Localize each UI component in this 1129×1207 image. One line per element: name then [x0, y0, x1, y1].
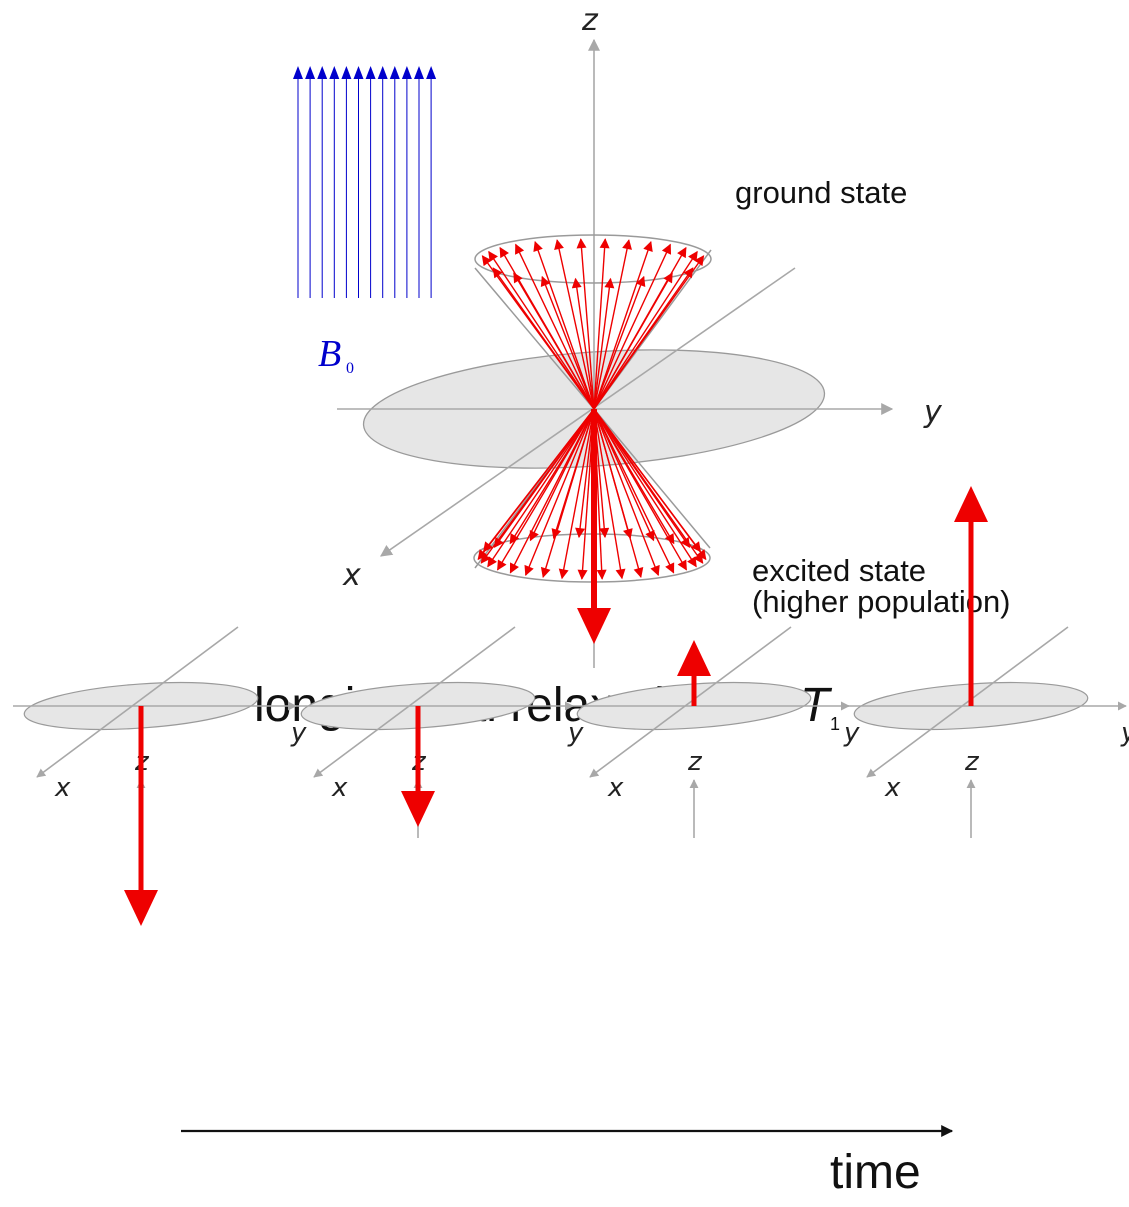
spin-vector: [493, 408, 595, 549]
spin-vector: [593, 408, 655, 542]
main-diagram: B 0 z y x ground state excited state: [293, 3, 1011, 668]
spin-vector: [593, 240, 653, 410]
y-axis-label: y: [1120, 718, 1129, 748]
spin-vector: [488, 250, 595, 410]
ground-state-spin-vectors: [481, 238, 705, 410]
field-line-arrowhead: [426, 66, 437, 79]
x-axis: [36, 626, 239, 778]
spin-vector: [593, 277, 615, 410]
timeline-panel: zyx: [13, 626, 307, 926]
field-line-arrowhead: [401, 66, 412, 79]
spin-vector: [558, 408, 595, 580]
spin-vector: [593, 272, 673, 410]
time-label: time: [830, 1146, 921, 1199]
spin-vector: [576, 238, 595, 410]
field-line-arrowhead: [353, 66, 364, 79]
y-axis-label: y: [290, 718, 307, 748]
field-line-arrowhead: [365, 66, 376, 79]
spin-vector: [571, 277, 595, 410]
x-axis: [866, 626, 1069, 778]
spin-vector: [593, 250, 698, 410]
net-magnetization-arrow: [577, 409, 611, 644]
spin-vector: [554, 239, 595, 410]
b0-label: B: [318, 333, 341, 375]
spin-vector: [533, 240, 595, 410]
spin-vector: [513, 272, 595, 410]
excited-state-label-line2: (higher population): [752, 584, 1011, 619]
magnetization-arrow: [401, 706, 435, 827]
field-line-arrowhead: [305, 66, 316, 79]
spin-vector: [593, 408, 701, 553]
ground-state-label: ground state: [735, 175, 907, 210]
x-axis: [313, 626, 516, 778]
b0-subscript: 0: [346, 360, 354, 377]
magnetization-arrow: [124, 706, 158, 926]
y-axis-label: y: [923, 395, 943, 430]
x-axis-label: x: [331, 773, 348, 803]
timeline-panel: zyx: [843, 486, 1129, 838]
spin-vector: [529, 408, 595, 542]
spin-vector: [593, 408, 660, 577]
x-axis-label: x: [884, 773, 901, 803]
magnetization-arrowhead: [401, 791, 435, 827]
x-axis-label: x: [54, 773, 71, 803]
magnetization-arrow: [677, 640, 711, 706]
relaxation-timeline: zyxzyxzyxzyx: [13, 486, 1129, 926]
spin-vector: [593, 408, 633, 540]
y-axis-label: y: [567, 718, 584, 748]
magnetization-arrowhead: [677, 640, 711, 676]
excited-state-spin-vectors: [477, 408, 707, 580]
magnetization-arrow: [954, 486, 988, 706]
timeline-panel: zyx: [290, 626, 584, 838]
z-axis-label: z: [964, 747, 980, 777]
spin-vector: [524, 408, 595, 577]
spin-vector: [509, 408, 595, 545]
excited-state-label-line1: excited state: [752, 553, 926, 588]
magnetization-arrowhead: [124, 890, 158, 926]
spin-vector: [593, 275, 646, 410]
spin-vector: [593, 408, 626, 580]
spin-vector: [482, 408, 595, 553]
z-axis-label: z: [687, 747, 703, 777]
field-line-arrowhead: [389, 66, 400, 79]
timeline-panel: zyx: [566, 626, 860, 838]
field-line-arrowhead: [414, 66, 424, 79]
x-axis-label: x: [342, 558, 361, 593]
z-axis-label: z: [581, 3, 599, 38]
field-line-arrowhead: [293, 66, 303, 79]
ground-state-cone: [474, 234, 712, 411]
spin-vector: [593, 243, 672, 410]
spin-vector: [593, 238, 610, 410]
spin-vector: [593, 408, 691, 549]
spin-vector: [593, 408, 675, 574]
spin-vector: [593, 239, 632, 410]
field-line-arrowhead: [329, 66, 340, 79]
x-axis: [589, 626, 792, 778]
magnetization-arrowhead: [954, 486, 988, 522]
spin-vector: [515, 243, 595, 410]
field-line-arrowhead: [377, 66, 388, 79]
spin-vector: [593, 267, 694, 410]
b0-field-lines: [293, 66, 437, 298]
spin-vector: [593, 408, 697, 568]
field-line-arrowhead: [317, 66, 328, 79]
spin-vector: [492, 267, 595, 410]
field-line-arrowhead: [341, 66, 352, 79]
title-subscript: 1: [830, 714, 840, 734]
spin-vector: [551, 408, 595, 540]
x-axis-label: x: [607, 773, 624, 803]
spin-vector: [487, 408, 595, 568]
spin-vector: [540, 275, 595, 410]
y-axis-label: y: [843, 718, 860, 748]
spin-vector: [593, 408, 675, 545]
excited-state-cone: [473, 408, 711, 583]
x-axis: [380, 267, 796, 557]
